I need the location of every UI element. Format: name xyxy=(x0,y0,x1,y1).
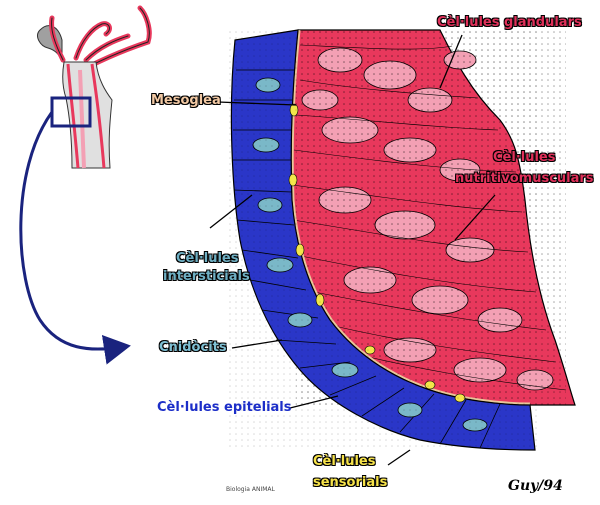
label-epithelial-cells: Cèl·lules epitelials xyxy=(157,400,292,415)
label-interstitial-cells-line2: intersticials xyxy=(163,269,250,284)
label-sensory-cells-line1: Cèl·lules xyxy=(313,454,376,469)
label-mesoglea: Mesoglea xyxy=(151,93,221,108)
label-sensory-cells-line2: sensorials xyxy=(313,475,388,490)
hydra-organism xyxy=(37,5,152,169)
label-pointers xyxy=(209,34,496,466)
label-nutritive-cells-line1: Cèl·lules xyxy=(493,150,556,165)
label-nutritive-cells-line2: nutritivomusculars xyxy=(455,171,594,186)
artist-signature: Guy/94 xyxy=(508,478,563,494)
label-glandular-cells: Cèl·lules glandulars xyxy=(437,15,582,30)
magnification-arrow xyxy=(19,111,131,365)
credit-text: Biologia ANIMAL xyxy=(226,486,275,493)
label-cnidocytes: Cnidòcits xyxy=(159,340,227,355)
label-interstitial-cells-line1: Cèl·lules xyxy=(176,251,239,266)
